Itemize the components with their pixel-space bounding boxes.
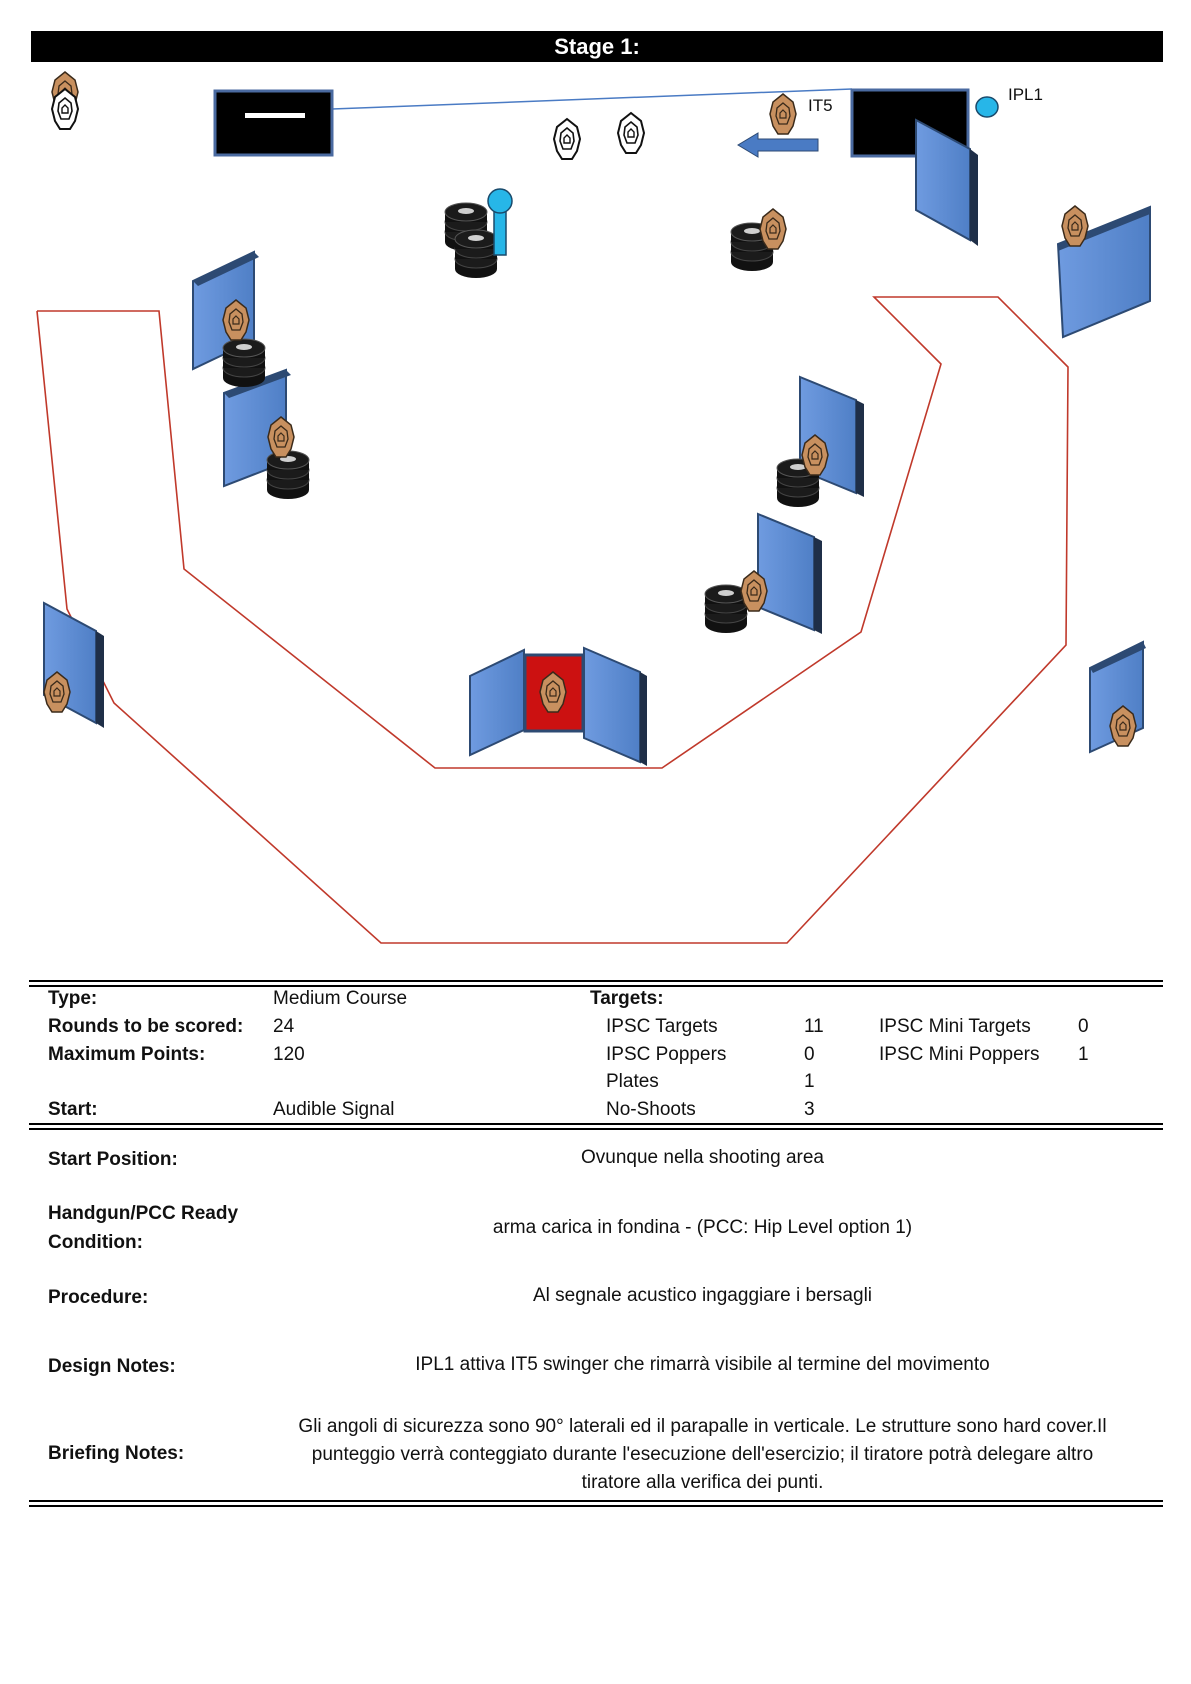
target-type-count: 3 bbox=[804, 1099, 815, 1120]
barrel-stack bbox=[266, 450, 310, 500]
rounds-label: Rounds to be scored: bbox=[48, 1016, 244, 1037]
table-rule bbox=[29, 1128, 1163, 1130]
start-position-label: Start Position: bbox=[48, 1149, 178, 1170]
mini-target-name: IPSC Mini Targets bbox=[879, 1016, 1031, 1037]
wall bbox=[757, 512, 822, 634]
mini-target-count: 1 bbox=[1078, 1044, 1089, 1065]
stage-title: Stage 1: bbox=[31, 31, 1163, 62]
type-label: Type: bbox=[48, 988, 98, 1009]
type-value: Medium Course bbox=[273, 988, 408, 1009]
wall-center-right bbox=[583, 646, 647, 766]
no-shoot-icon bbox=[51, 88, 79, 130]
target-type-count: 11 bbox=[804, 1016, 824, 1037]
table-rule bbox=[29, 1505, 1163, 1507]
procedure-value: Al segnale acustico ingaggiare i bersagl… bbox=[532, 1285, 873, 1306]
briefing-notes-label: Briefing Notes: bbox=[48, 1443, 185, 1464]
start-value: Audible Signal bbox=[273, 1099, 395, 1120]
wall-center-left bbox=[469, 648, 525, 757]
procedure-label: Procedure: bbox=[48, 1287, 149, 1308]
ready-condition-label: Handgun/PCC Ready Condition: bbox=[48, 1203, 239, 1253]
ipsc-target-icon bbox=[769, 93, 797, 135]
plate-icon bbox=[975, 96, 999, 118]
target-type-name: IPSC Poppers bbox=[606, 1044, 727, 1065]
targets-label: Targets: bbox=[590, 988, 664, 1009]
target-type-name: Plates bbox=[606, 1071, 659, 1092]
mini-popper-icon bbox=[487, 188, 513, 256]
label-ipl1: IPL1 bbox=[1008, 85, 1043, 104]
target-type-count: 1 bbox=[804, 1071, 815, 1092]
points-value: 120 bbox=[273, 1044, 305, 1065]
barrels bbox=[222, 202, 820, 634]
fault-line-outer bbox=[36, 296, 1069, 944]
ipsc-target-icon bbox=[759, 208, 787, 250]
mini-target-name: IPSC Mini Poppers bbox=[879, 1044, 1040, 1065]
table-rule bbox=[29, 1500, 1163, 1502]
mini-target-count: 0 bbox=[1078, 1016, 1089, 1037]
fault-lines bbox=[36, 296, 1069, 944]
stage-diagram: IT5 IPL1 bbox=[36, 71, 1151, 944]
ready-condition-value: arma carica in fondina - (PCC: Hip Level… bbox=[492, 1217, 913, 1238]
port-wall-left bbox=[213, 89, 334, 157]
target-type-name: IPSC Targets bbox=[606, 1016, 718, 1037]
rounds-value: 24 bbox=[273, 1016, 295, 1037]
ipsc-target-icon bbox=[1061, 205, 1089, 247]
briefing-notes-value: Gli angoli di sicurezza sono 90° lateral… bbox=[298, 1416, 1107, 1493]
design-notes-label: Design Notes: bbox=[48, 1356, 176, 1377]
barrel-stack bbox=[222, 338, 266, 388]
start-label: Start: bbox=[48, 1099, 98, 1120]
label-it5: IT5 bbox=[808, 96, 833, 115]
activation-line bbox=[331, 88, 853, 110]
walls bbox=[43, 118, 1151, 766]
table-rule bbox=[29, 985, 1163, 987]
barrel-stack bbox=[454, 229, 498, 279]
table-rule bbox=[29, 1123, 1163, 1125]
design-notes-value: IPL1 attiva IT5 swinger che rimarrà visi… bbox=[415, 1354, 990, 1375]
table-rule bbox=[29, 980, 1163, 982]
target-type-name: No-Shoots bbox=[606, 1099, 696, 1120]
swinger-arrow-icon bbox=[737, 132, 819, 158]
points-label: Maximum Points: bbox=[48, 1044, 206, 1065]
target-type-count: 0 bbox=[804, 1044, 815, 1065]
no-shoot-icon bbox=[617, 112, 645, 154]
wall bbox=[915, 118, 978, 246]
start-position-value: Ovunque nella shooting area bbox=[581, 1147, 824, 1168]
no-shoots bbox=[51, 88, 645, 160]
no-shoot-icon bbox=[553, 118, 581, 160]
